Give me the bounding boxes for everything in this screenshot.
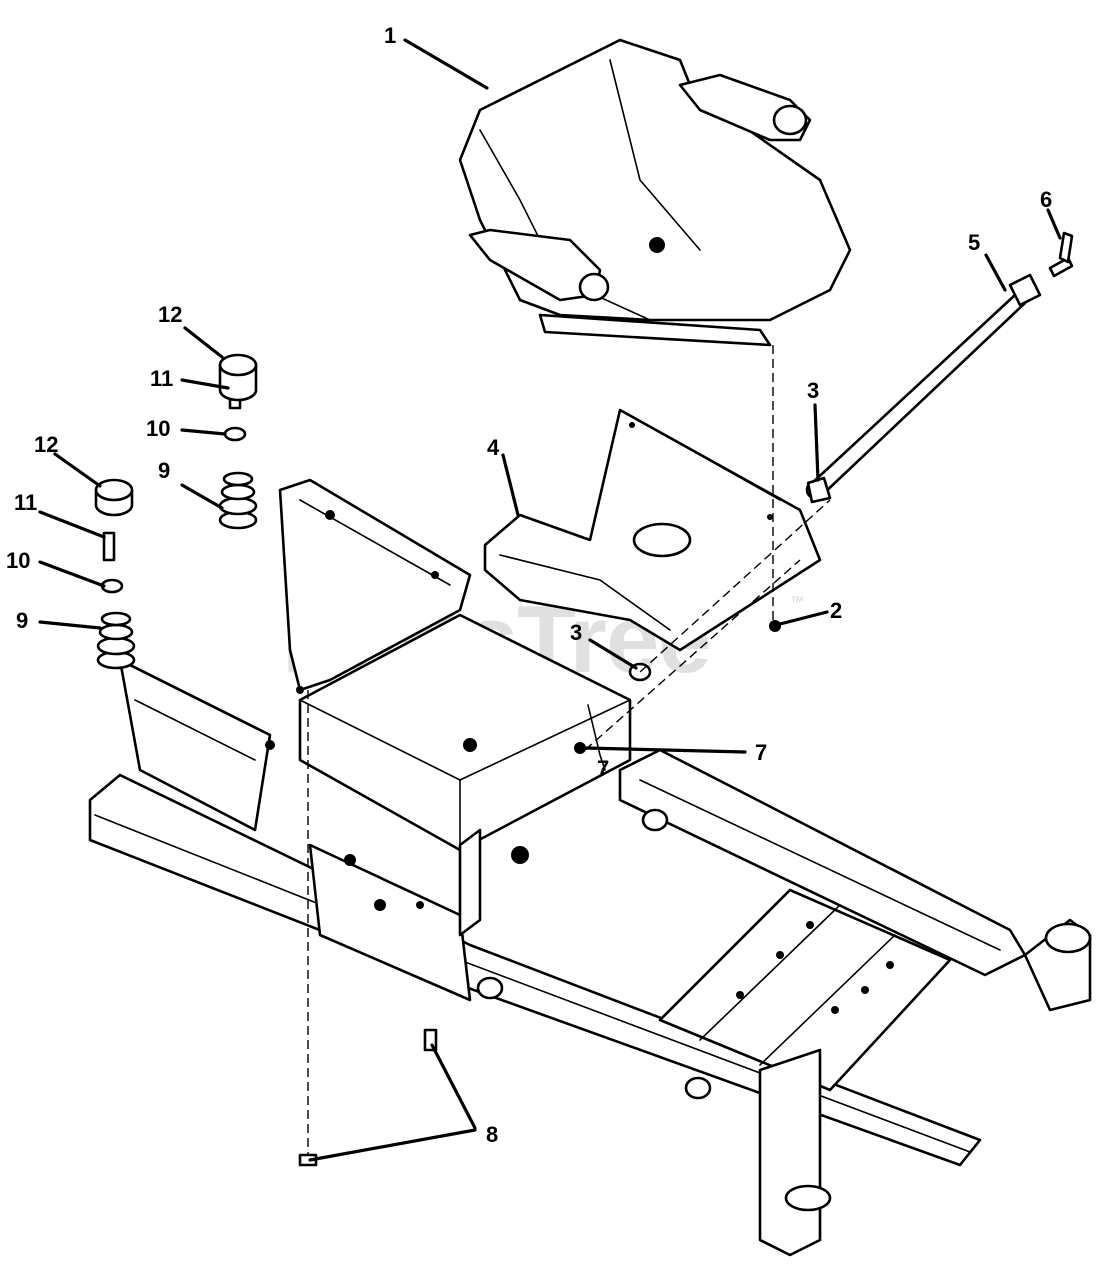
bumper-right: [218, 353, 258, 402]
callout-seat-pan: 4: [487, 435, 500, 460]
watermark-trademark: ™: [790, 593, 804, 609]
hardware: [94, 353, 832, 1167]
callout-washer-right: 10: [146, 416, 170, 441]
callout-seat: 1: [384, 23, 396, 48]
callout-pivot-rod: 5: [968, 230, 980, 255]
main-frame: [88, 478, 1092, 1257]
callout-bumper-right: 12: [158, 302, 182, 327]
pivot-rod: [805, 231, 1074, 500]
callout-bolt-bottom: 8: [486, 1122, 498, 1147]
callouts: 1 2 3 3 4 5 6 7 7 8 9 9 10 10 11 11 12 1…: [6, 23, 1052, 1147]
callout-spacer-left: 11: [14, 490, 37, 515]
callout-nut-rear: 2: [830, 598, 842, 623]
spring-right: [218, 471, 258, 530]
callout-bushing-left: 3: [570, 620, 582, 645]
callout-spring-left: 9: [16, 608, 28, 633]
callout-clip-a: 7: [755, 740, 767, 765]
leader-lines: [38, 38, 1062, 1162]
callout-bushing-right: 3: [807, 378, 819, 403]
seat: [458, 38, 852, 347]
callout-bumper-left: 12: [34, 432, 58, 457]
alignment-lines: [307, 345, 831, 1155]
spring-left: [96, 611, 136, 670]
callout-spring-right: 9: [158, 458, 170, 483]
callout-bolt-rod: 6: [1040, 187, 1052, 212]
callout-spacer-right: 11: [150, 366, 173, 391]
seat-pan: [483, 408, 822, 652]
bumper-left: [94, 478, 134, 517]
callout-washer-left: 10: [6, 548, 30, 573]
callout-clip-b: 7: [597, 756, 609, 781]
